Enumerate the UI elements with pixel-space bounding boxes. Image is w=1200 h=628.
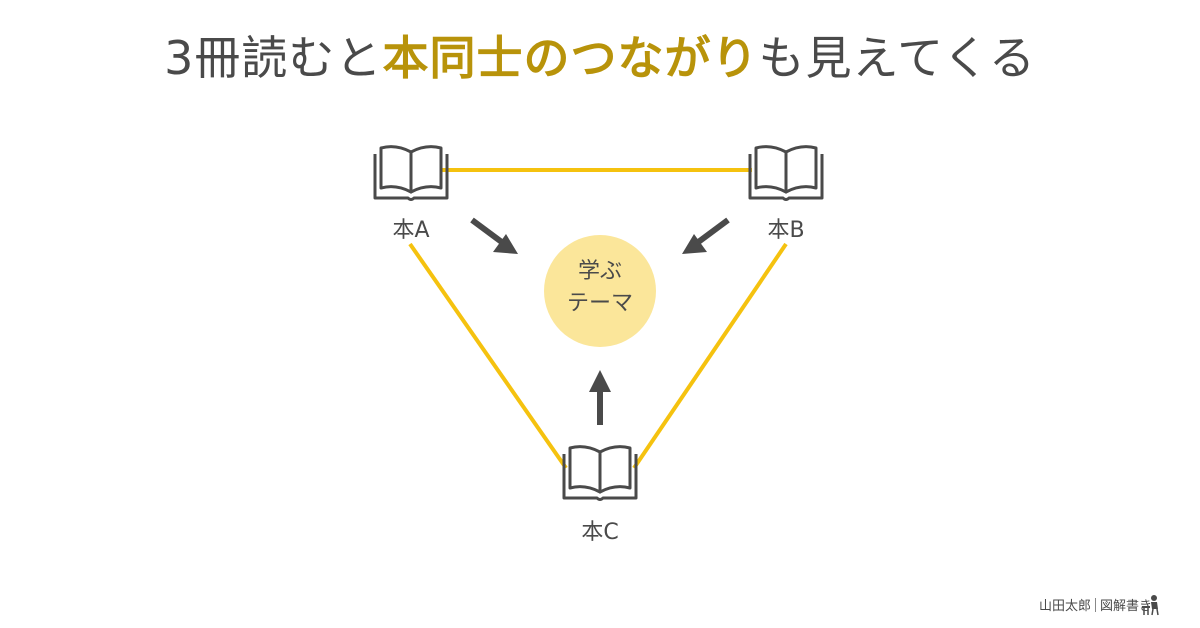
arrow-icon xyxy=(682,217,730,254)
book-a-label: 本A xyxy=(392,218,430,243)
arrow-icon xyxy=(589,370,611,425)
center-theme-label: 学ぶ テーマ xyxy=(540,256,660,320)
connector-a-c xyxy=(408,242,568,470)
footer-divider xyxy=(1094,597,1096,612)
book-c-label: 本C xyxy=(581,520,619,545)
connector-b-c xyxy=(632,242,788,470)
footer-credit: 山田太郎 図解書き xyxy=(1039,595,1178,614)
footer-author: 山田太郎 xyxy=(1038,599,1091,614)
book-c-icon xyxy=(562,445,638,501)
title-highlight: 本同士のつながり xyxy=(382,31,759,85)
book-a-icon xyxy=(373,145,449,201)
center-theme-circle xyxy=(544,235,656,347)
title-prefix: 3冊読むと xyxy=(164,31,383,85)
book-b-label: 本B xyxy=(767,218,805,243)
footer-brand: 図解書き xyxy=(1099,599,1152,614)
desk-person-icon xyxy=(1142,595,1159,616)
center-line-1: 学ぶ xyxy=(577,259,622,284)
page-title: 3冊読むと本同士のつながりも見えてくる xyxy=(0,22,1200,88)
title-suffix: も見えてくる xyxy=(758,31,1036,85)
book-b-icon xyxy=(748,145,824,201)
arrow-icon xyxy=(470,217,518,254)
center-line-2: テーマ xyxy=(566,291,633,316)
